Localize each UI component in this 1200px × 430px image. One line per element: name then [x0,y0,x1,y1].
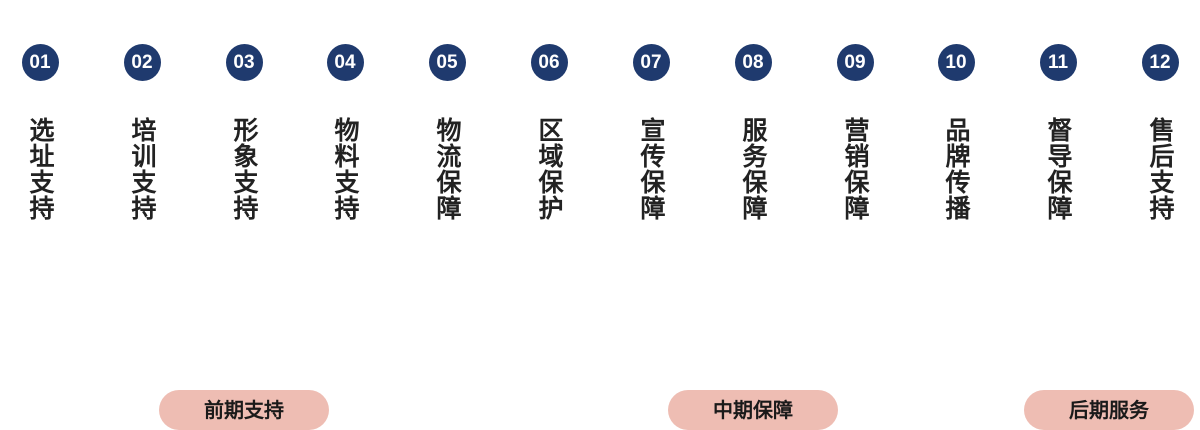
step-label: 形象支持 [230,117,259,221]
step-label: 宣传保障 [637,117,666,221]
step-item: 06 区域保护 [519,44,579,221]
step-item: 12 售后支持 [1130,44,1190,221]
step-item: 09 营销保障 [825,44,885,221]
step-number-badge: 12 [1141,44,1179,81]
step-number-badge: 04 [326,44,364,81]
step-label: 物流保障 [433,117,462,221]
step-item: 02 培训支持 [112,44,172,221]
step-item: 01 选址支持 [10,44,70,221]
step-label: 售后支持 [1146,117,1175,221]
step-item: 04 物料支持 [315,44,375,221]
phase-pill-middle: 中期保障 [668,390,838,430]
phase-pill-early: 前期支持 [159,390,329,430]
step-label: 品牌传播 [942,117,971,221]
step-number-badge: 07 [632,44,670,81]
step-number-badge: 09 [836,44,874,81]
step-label: 区域保护 [535,117,564,221]
step-number-badge: 02 [123,44,161,81]
support-steps: 01 选址支持 02 培训支持 03 形象支持 04 物料支持 05 物流保障 … [10,44,1190,221]
step-label: 督导保障 [1044,117,1073,221]
step-item: 05 物流保障 [417,44,477,221]
step-item: 11 督导保障 [1028,44,1088,221]
step-number-badge: 05 [428,44,466,81]
step-number-badge: 11 [1039,44,1077,81]
step-label: 培训支持 [128,117,157,221]
step-number-badge: 01 [21,44,59,81]
step-item: 03 形象支持 [214,44,274,221]
step-item: 10 品牌传播 [926,44,986,221]
step-label: 营销保障 [841,117,870,221]
step-number-badge: 10 [937,44,975,81]
step-number-badge: 06 [530,44,568,81]
phase-pill-late: 后期服务 [1024,390,1194,430]
step-number-badge: 03 [225,44,263,81]
step-number-badge: 08 [734,44,772,81]
step-label: 物料支持 [331,117,360,221]
step-label: 服务保障 [739,117,768,221]
step-item: 08 服务保障 [723,44,783,221]
step-item: 07 宣传保障 [621,44,681,221]
step-label: 选址支持 [26,117,55,221]
